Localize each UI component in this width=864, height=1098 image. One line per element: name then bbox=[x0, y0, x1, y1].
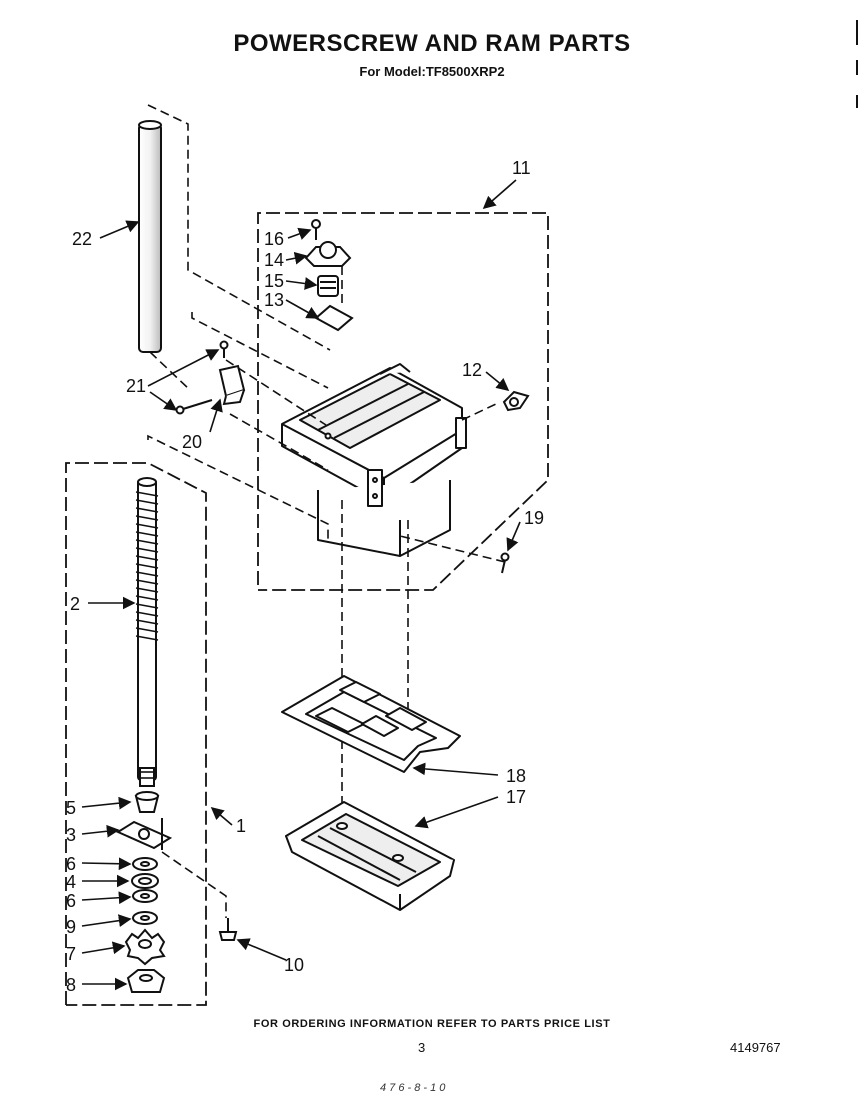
callout-19: 19 bbox=[524, 508, 544, 528]
part-9-washer bbox=[132, 911, 158, 925]
callout-13: 13 bbox=[264, 290, 284, 310]
middle-leader-lines bbox=[147, 266, 506, 820]
callout-9: 9 bbox=[66, 917, 76, 937]
part-6-washer-lower bbox=[132, 889, 158, 903]
callout-18: 18 bbox=[506, 766, 526, 786]
callout-15: 15 bbox=[264, 271, 284, 291]
document-number: 4149767 bbox=[730, 1040, 781, 1055]
callout-6-lower: 6 bbox=[66, 891, 76, 911]
assembly-11-outline bbox=[257, 212, 549, 591]
callout-labels: 11 22 16 14 15 13 12 21 20 19 2 18 17 5 … bbox=[66, 158, 544, 995]
part-7-sprocket bbox=[124, 928, 166, 966]
model-subtitle: For Model:TF8500XRP2 bbox=[359, 64, 505, 79]
callout-10: 10 bbox=[284, 955, 304, 975]
part-10-leader bbox=[161, 851, 227, 918]
callout-16: 16 bbox=[264, 229, 284, 249]
callout-4: 4 bbox=[66, 872, 76, 892]
callout-arrows bbox=[81, 179, 521, 991]
page-title: POWERSCREW AND RAM PARTS bbox=[233, 30, 631, 57]
callout-7: 7 bbox=[66, 944, 76, 964]
part-3-plate bbox=[115, 818, 173, 850]
part-18-gasket bbox=[281, 675, 461, 773]
part-17-tray bbox=[285, 801, 455, 911]
callout-2: 2 bbox=[70, 594, 80, 614]
powerscrew-thread bbox=[135, 491, 159, 779]
part-14-bracket bbox=[304, 241, 352, 267]
part-21-screw-upper bbox=[219, 340, 229, 358]
page-number: 3 bbox=[418, 1040, 426, 1055]
callout-3: 3 bbox=[66, 825, 76, 845]
part-20-bracket bbox=[218, 364, 246, 406]
callout-8: 8 bbox=[66, 975, 76, 995]
callout-12: 12 bbox=[462, 360, 482, 380]
part-10-screw bbox=[218, 918, 238, 941]
part-5-bushing bbox=[134, 791, 160, 813]
part-21-screw-lower bbox=[175, 399, 213, 415]
ordering-note: FOR ORDERING INFORMATION REFER TO PARTS … bbox=[253, 1018, 611, 1030]
ram-housing bbox=[281, 363, 467, 557]
part-16-screw bbox=[311, 219, 321, 240]
callout-20: 20 bbox=[182, 432, 202, 452]
callout-21: 21 bbox=[126, 376, 146, 396]
part-4-bearing bbox=[131, 873, 159, 889]
part-6-washer-upper bbox=[132, 857, 158, 871]
tube-leader-lines bbox=[147, 104, 331, 391]
callout-11: 11 bbox=[512, 158, 531, 178]
part-19-screw bbox=[500, 552, 510, 574]
callout-17: 17 bbox=[506, 787, 526, 807]
callout-5: 5 bbox=[66, 798, 76, 818]
assembly-1-outline bbox=[65, 462, 207, 1006]
part-8-nut bbox=[126, 969, 166, 993]
callout-1: 1 bbox=[236, 816, 246, 836]
part-15-gear bbox=[317, 275, 339, 297]
callout-22: 22 bbox=[72, 229, 92, 249]
callout-14: 14 bbox=[264, 250, 284, 270]
callout-6-upper: 6 bbox=[66, 854, 76, 874]
handwritten-note: 4 7 6 - 8 - 1 0 bbox=[380, 1082, 446, 1094]
part-12-clip bbox=[502, 390, 530, 412]
part-13-plate bbox=[314, 304, 354, 332]
ram-tube-22 bbox=[138, 120, 162, 353]
